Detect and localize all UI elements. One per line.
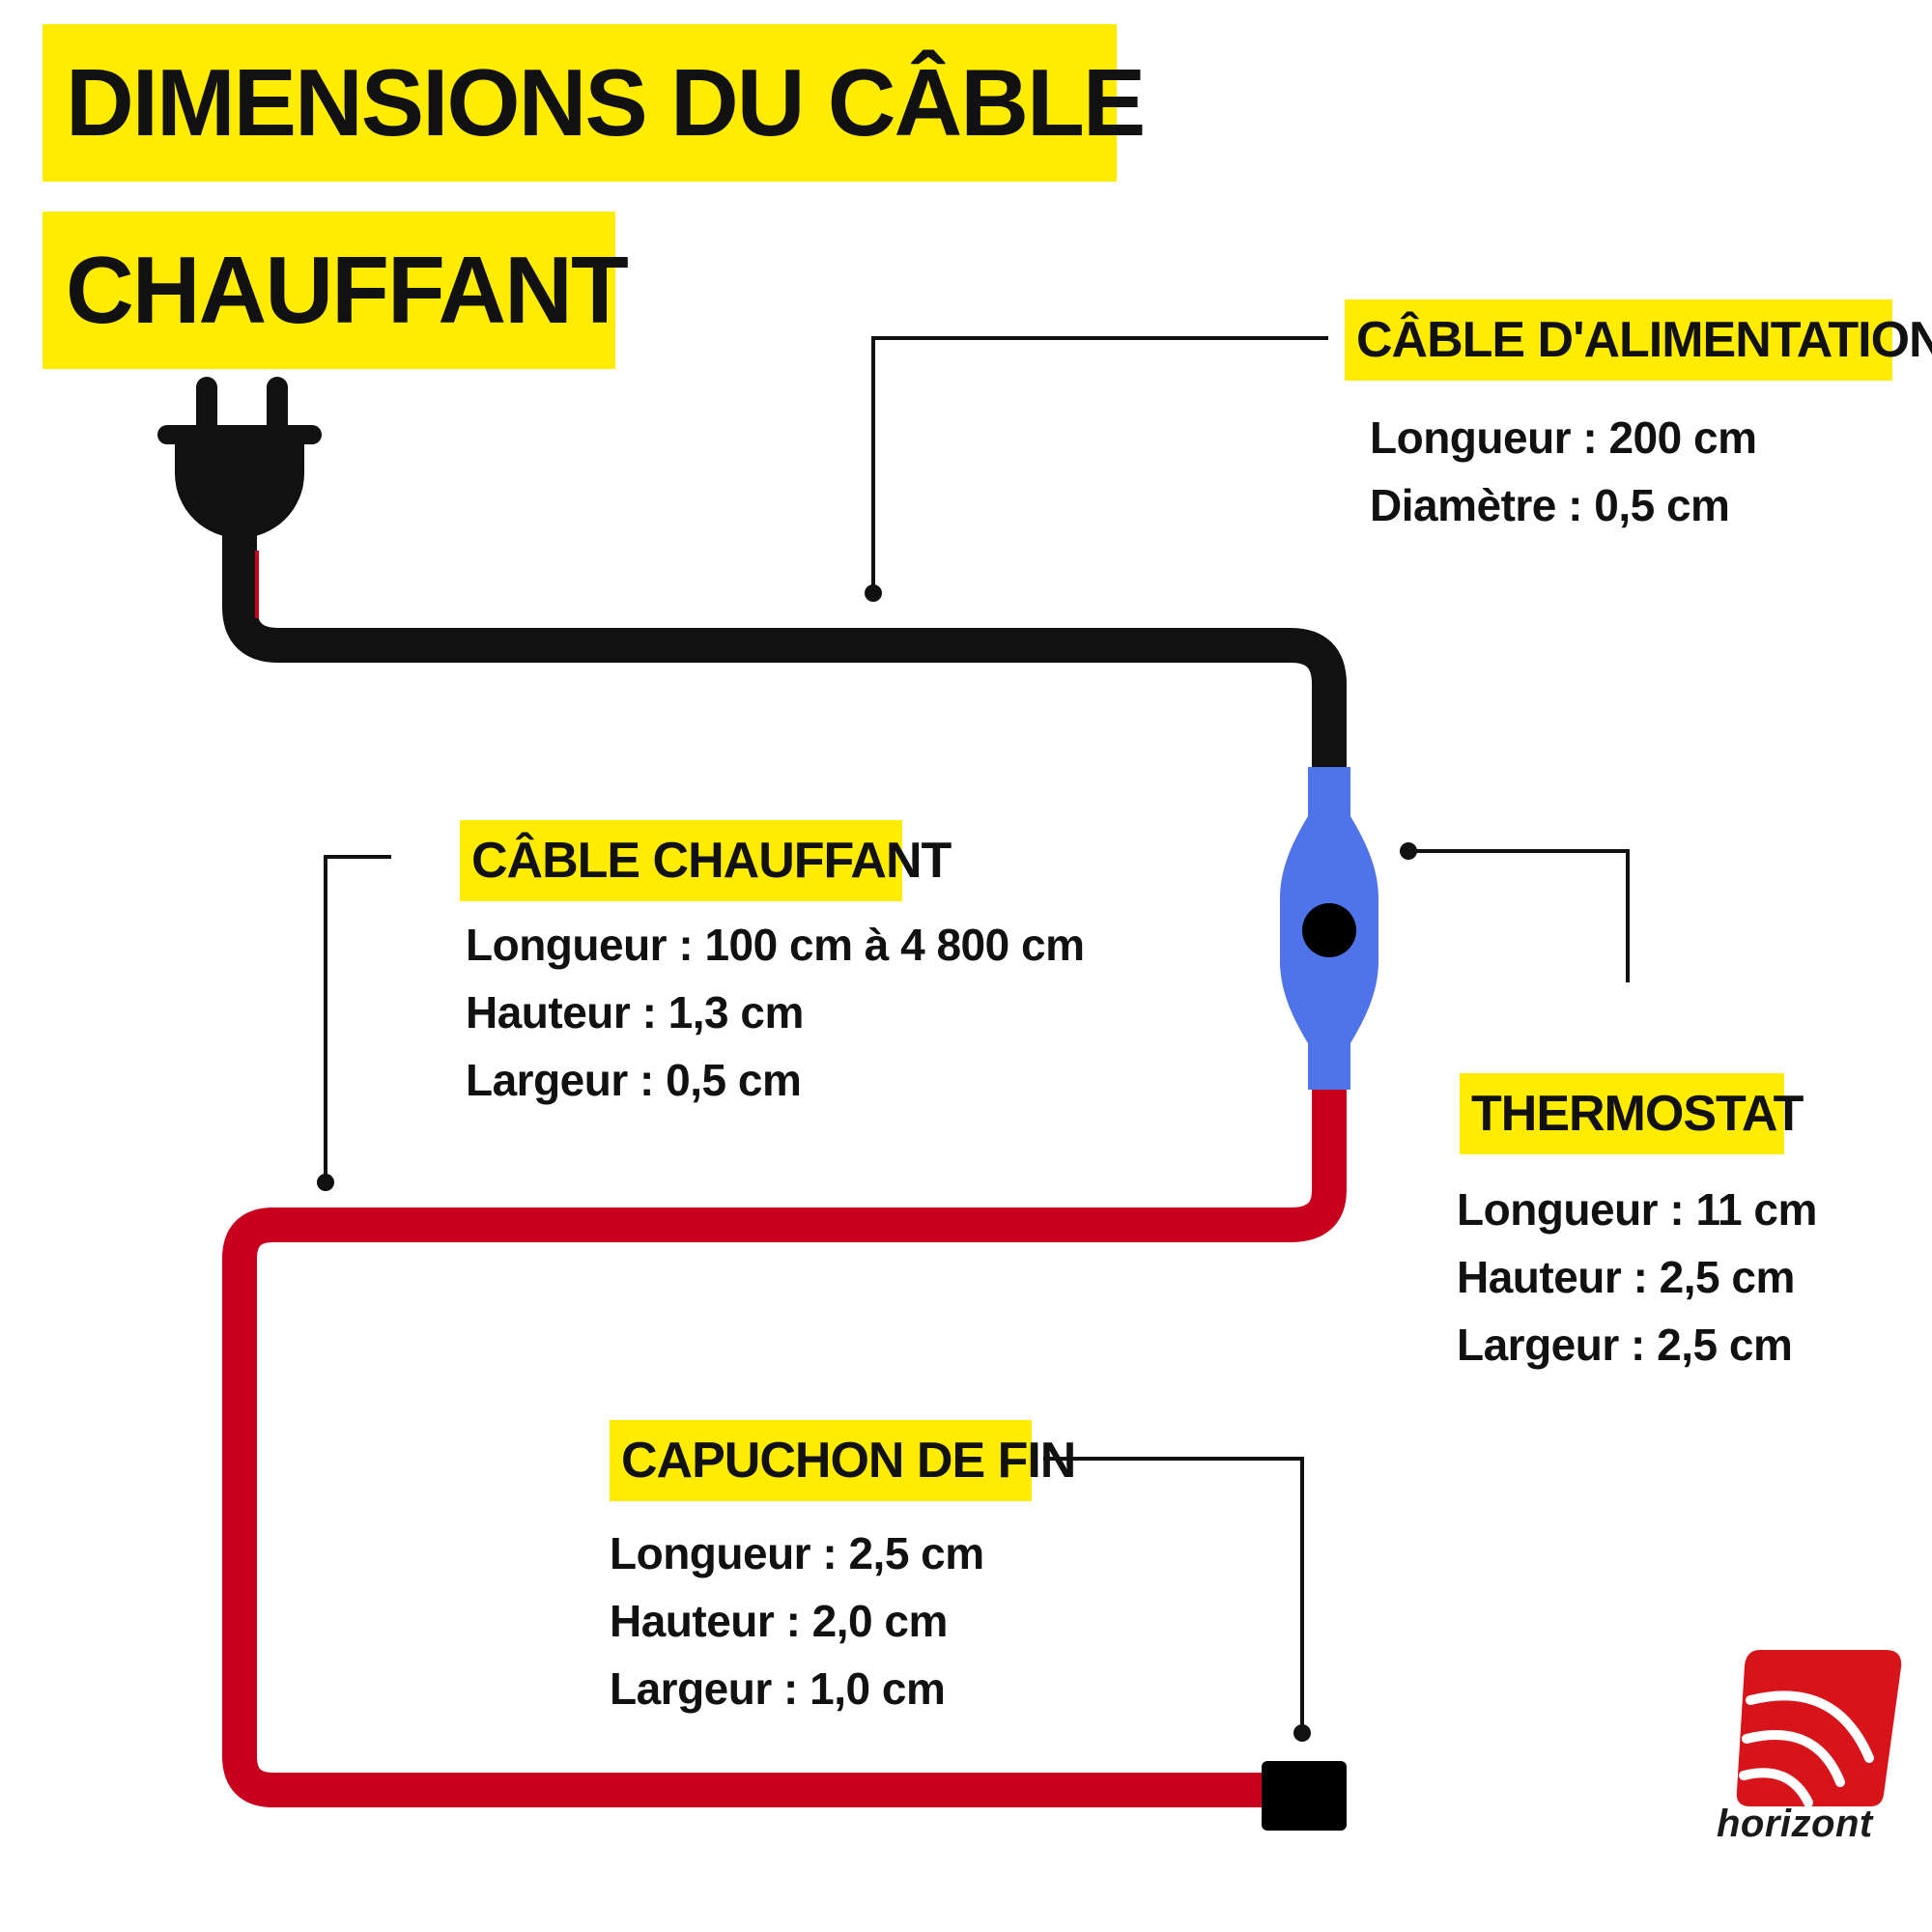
thermostat-length: Longueur : 11 cm <box>1457 1184 1817 1235</box>
end-cap-icon <box>1262 1761 1347 1831</box>
end-cap-label: CAPUCHON DE FIN <box>610 1420 1076 1501</box>
power-cable-specs: Longueur : 200 cm Diamètre : 0,5 cm <box>1370 404 1757 539</box>
heating-cable-height: Hauteur : 1,3 cm <box>466 987 804 1037</box>
heating-cable-line <box>222 1082 1347 1807</box>
heating-cable-width: Largeur : 0,5 cm <box>466 1055 802 1105</box>
power-cable-line <box>222 541 1347 773</box>
power-cable-diameter: Diamètre : 0,5 cm <box>1370 480 1730 530</box>
power-cable-length: Longueur : 200 cm <box>1370 412 1757 463</box>
end-cap-specs: Longueur : 2,5 cm Hauteur : 2,0 cm Large… <box>610 1520 984 1722</box>
end-cap-length: Longueur : 2,5 cm <box>610 1528 984 1578</box>
end-cap-width: Largeur : 1,0 cm <box>610 1663 946 1714</box>
heating-cable-specs: Longueur : 100 cm à 4 800 cm Hauteur : 1… <box>466 911 1085 1114</box>
end-cap-height: Hauteur : 2,0 cm <box>610 1596 948 1646</box>
horizont-logo-icon <box>1736 1650 1902 1807</box>
thermostat-specs: Longueur : 11 cm Hauteur : 2,5 cm Largeu… <box>1457 1176 1817 1378</box>
thermostat-icon <box>1280 767 1378 1090</box>
plug-icon <box>157 377 322 554</box>
title-line-1: DIMENSIONS DU CÂBLE <box>43 24 1146 182</box>
heating-cable-length: Longueur : 100 cm à 4 800 cm <box>466 920 1085 970</box>
title-line-2: CHAUFFANT <box>43 212 629 369</box>
power-cable-label: CÂBLE D'ALIMENTATION <box>1345 299 1932 381</box>
thermostat-height: Hauteur : 2,5 cm <box>1457 1252 1795 1302</box>
leader-lines <box>324 336 1630 1732</box>
thermostat-label: THERMOSTAT <box>1460 1073 1804 1154</box>
heating-cable-label: CÂBLE CHAUFFANT <box>460 820 952 901</box>
thermostat-width: Largeur : 2,5 cm <box>1457 1320 1793 1370</box>
horizont-logo-text: horizont <box>1717 1803 1873 1845</box>
